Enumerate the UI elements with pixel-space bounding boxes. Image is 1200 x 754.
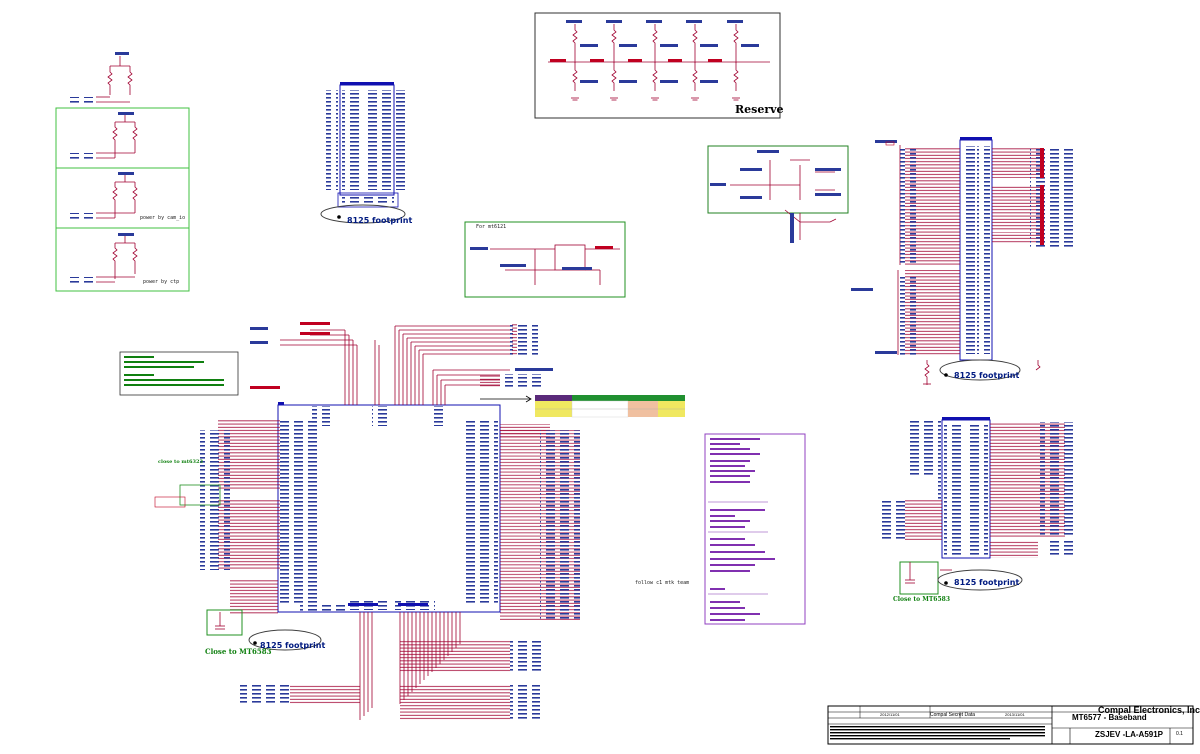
for-mt6121-label: For mt6121 bbox=[476, 224, 507, 230]
close-to-mt6583-right-label: Close to MT6583 bbox=[893, 596, 951, 603]
sheet-title: MT6577 - Baseband bbox=[1072, 713, 1147, 722]
close-to-mt6323-label: close to mt6323 bbox=[158, 459, 203, 465]
document-number: ZSJEV -LA-A591P bbox=[1095, 730, 1164, 739]
baseband-ic-lower-right bbox=[880, 417, 1075, 595]
company-name: Compal Electronics, Inc. bbox=[1098, 705, 1200, 715]
title-block bbox=[827, 705, 1194, 745]
sensor-power-group bbox=[55, 52, 190, 292]
revision: 0.1 bbox=[1176, 731, 1183, 737]
power-by-ctp-label: power by ctp bbox=[143, 279, 180, 285]
main-soc-chip bbox=[154, 322, 580, 720]
follow-note-label: follow c1 mtk team bbox=[635, 580, 690, 586]
baseband-ic-right bbox=[851, 137, 1075, 385]
reserve-label: Reserve bbox=[735, 103, 784, 116]
strap-note-box bbox=[119, 351, 239, 396]
memory-chip-top bbox=[320, 82, 408, 224]
reserve-block bbox=[534, 12, 781, 119]
ldo-block bbox=[707, 145, 849, 243]
footprint-label-lower-right: 8125 footprint bbox=[954, 578, 1020, 587]
date-2: 2013/11/01 bbox=[1005, 712, 1025, 717]
config-table bbox=[480, 395, 685, 418]
purple-note-box bbox=[704, 433, 806, 625]
classification-label: Compal Secret Data bbox=[930, 712, 976, 718]
footprint-label-right: 8125 footprint bbox=[954, 371, 1020, 380]
footprint-label-top: 8125 footprint bbox=[347, 216, 413, 225]
footprint-label-main: 8125 footprint bbox=[260, 641, 326, 650]
mt6121-block bbox=[464, 221, 626, 298]
power-by-cam-io-label: power by cam_io bbox=[140, 215, 186, 221]
date-1: 2012/11/01 bbox=[880, 712, 900, 717]
close-to-mt6583-label: Close to MT6583 bbox=[205, 647, 272, 656]
